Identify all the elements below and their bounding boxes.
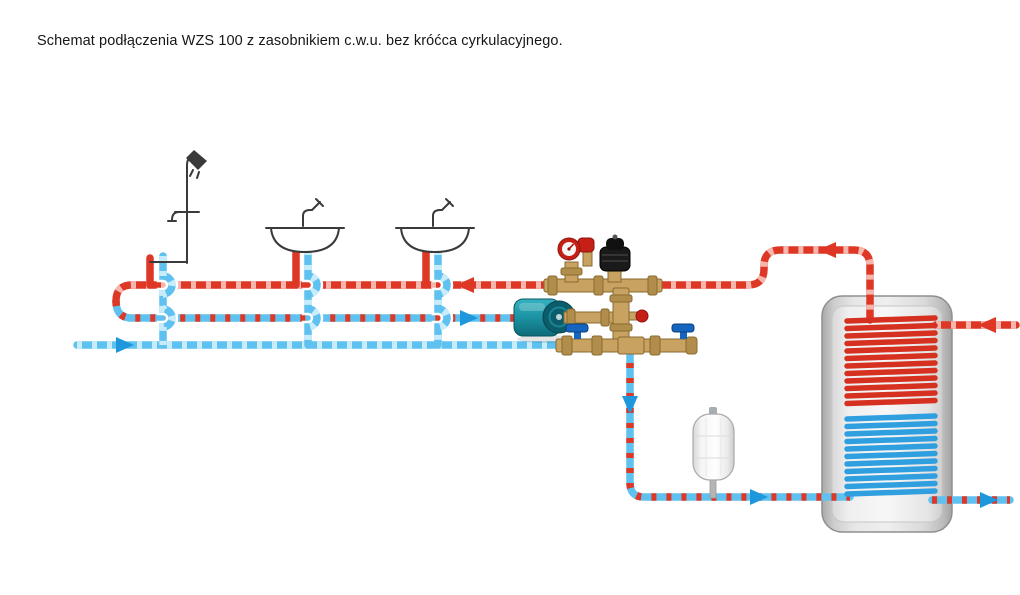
arrow-into-tank-bottom (750, 489, 768, 505)
cold-coil (844, 413, 938, 497)
arrow-heating-return (980, 492, 998, 508)
page-title: Schemat podłączenia WZS 100 z zasobnikie… (37, 33, 563, 49)
expansion-vessel (692, 407, 735, 499)
pressure-reducing-valve (599, 234, 631, 283)
tank-coils (844, 315, 938, 497)
shutoff-valve-left (565, 323, 589, 339)
arrow-cold-inlet (116, 337, 134, 353)
arrow-heating-supply (978, 317, 996, 333)
vertical-trunk-fitting (609, 287, 649, 345)
washbasin-icon-1 (265, 198, 345, 254)
drain-valve-red (635, 309, 649, 323)
manifold (555, 323, 698, 356)
circulation-return-pipe (116, 301, 548, 318)
flow-arrows (116, 242, 998, 508)
washbasin-2-connection-pipes (426, 250, 447, 345)
washbasin-icon-2 (395, 198, 475, 254)
hot-line-fittings (543, 275, 663, 296)
pump-outlet-fitting (563, 308, 621, 327)
washbasin-1-connection-pipes (296, 250, 317, 345)
shower-icon (149, 150, 207, 264)
shower-connection-pipes (150, 256, 172, 345)
valve-assembly (513, 234, 698, 356)
shutoff-valve-right (671, 323, 695, 339)
tank-feed-down-pipe (630, 348, 850, 497)
arrow-hot-to-fixtures (456, 277, 474, 293)
arrow-circulation-return (460, 310, 478, 326)
arrow-hot-from-tank (818, 242, 836, 258)
hot-coil (844, 315, 938, 407)
safety-valve-group (557, 237, 595, 283)
arrow-down-to-tank (622, 396, 638, 414)
